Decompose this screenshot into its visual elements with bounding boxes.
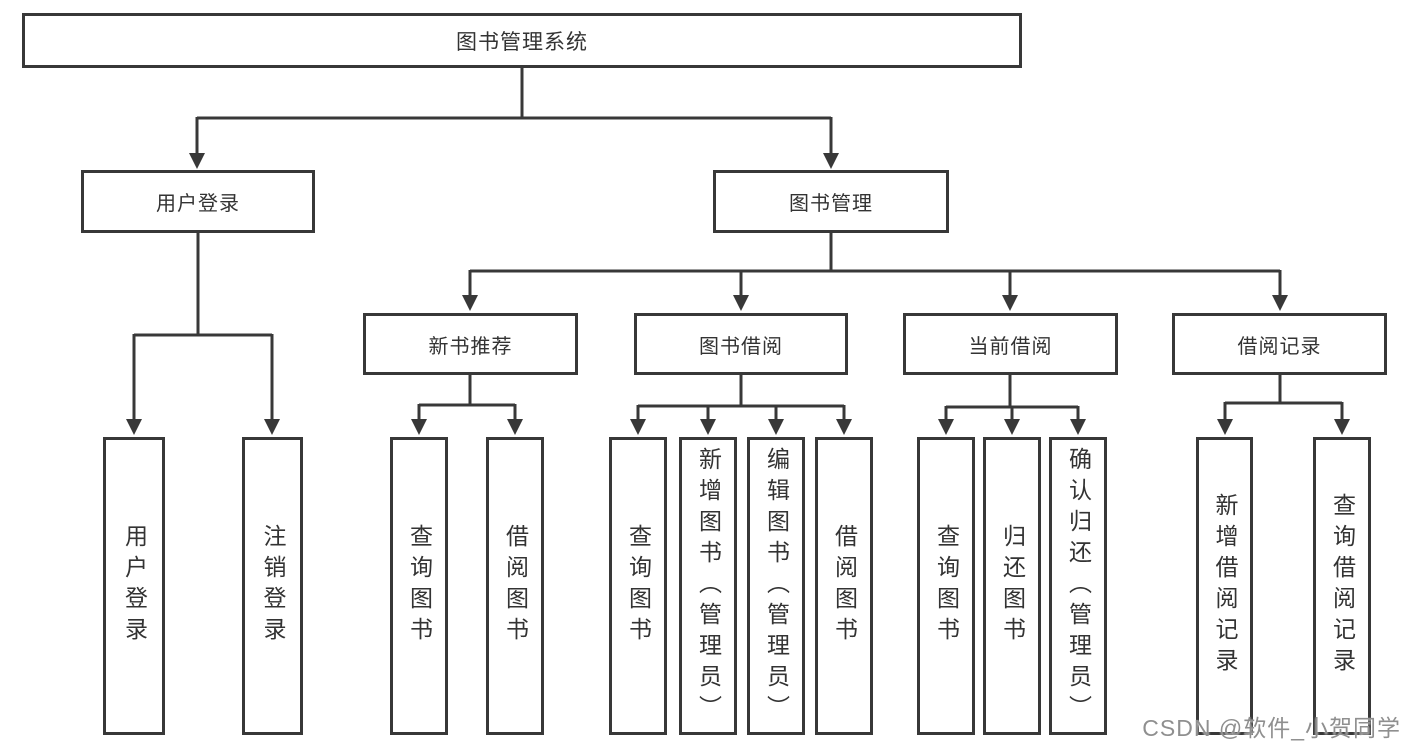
node-new-book-recommend: 新书推荐 (363, 313, 578, 375)
leaf-logout: 注销登录 (242, 437, 303, 735)
leaf-user-login-label: 用户登录 (121, 524, 148, 648)
node-book-borrow-label: 图书借阅 (699, 335, 783, 358)
leaf-current-confirm-return-admin-label: 确认归还（管理员） (1065, 446, 1092, 726)
leaf-borrow-add-book-admin-label: 新增图书（管理员） (695, 446, 722, 726)
leaf-records-query-record-label: 查询借阅记录 (1329, 493, 1356, 679)
node-root-label: 图书管理系统 (456, 30, 588, 54)
leaf-borrow-borrow-book: 借阅图书 (815, 437, 873, 735)
node-user-login-group: 用户登录 (81, 170, 315, 233)
leaf-current-confirm-return-admin: 确认归还（管理员） (1049, 437, 1107, 735)
leaf-newbook-borrow-book: 借阅图书 (486, 437, 544, 735)
node-new-book-recommend-label: 新书推荐 (428, 335, 513, 358)
leaf-current-query-book: 查询图书 (917, 437, 975, 735)
csdn-watermark: CSDN @软件_小贺同学 (1142, 715, 1401, 741)
leaf-borrow-edit-book-admin: 编辑图书（管理员） (747, 437, 805, 735)
leaf-borrow-add-book-admin: 新增图书（管理员） (679, 437, 737, 735)
leaf-newbook-query-book-label: 查询图书 (406, 524, 433, 648)
leaf-borrow-edit-book-admin-label: 编辑图书（管理员） (763, 446, 790, 726)
leaf-records-add-record: 新增借阅记录 (1196, 437, 1253, 735)
leaf-current-return-book: 归还图书 (983, 437, 1041, 735)
leaf-newbook-query-book: 查询图书 (390, 437, 448, 735)
node-root: 图书管理系统 (22, 13, 1022, 68)
leaf-borrow-query-book: 查询图书 (609, 437, 667, 735)
node-book-borrow: 图书借阅 (634, 313, 848, 375)
leaf-records-query-record: 查询借阅记录 (1313, 437, 1371, 735)
leaf-logout-label: 注销登录 (260, 524, 286, 648)
node-book-management: 图书管理 (713, 170, 949, 233)
leaf-records-add-record-label: 新增借阅记录 (1212, 493, 1238, 679)
node-book-management-label: 图书管理 (789, 193, 873, 215)
leaf-current-query-book-label: 查询图书 (933, 524, 960, 648)
leaf-borrow-borrow-book-label: 借阅图书 (831, 524, 858, 648)
leaf-borrow-query-book-label: 查询图书 (625, 524, 652, 648)
node-current-borrow: 当前借阅 (903, 313, 1118, 375)
node-user-login-group-label: 用户登录 (156, 193, 240, 215)
leaf-newbook-borrow-book-label: 借阅图书 (502, 524, 529, 648)
node-borrow-records: 借阅记录 (1172, 313, 1387, 375)
leaf-current-return-book-label: 归还图书 (999, 524, 1026, 648)
node-borrow-records-label: 借阅记录 (1237, 335, 1322, 358)
leaf-user-login: 用户登录 (103, 437, 165, 735)
node-current-borrow-label: 当前借阅 (968, 335, 1053, 358)
